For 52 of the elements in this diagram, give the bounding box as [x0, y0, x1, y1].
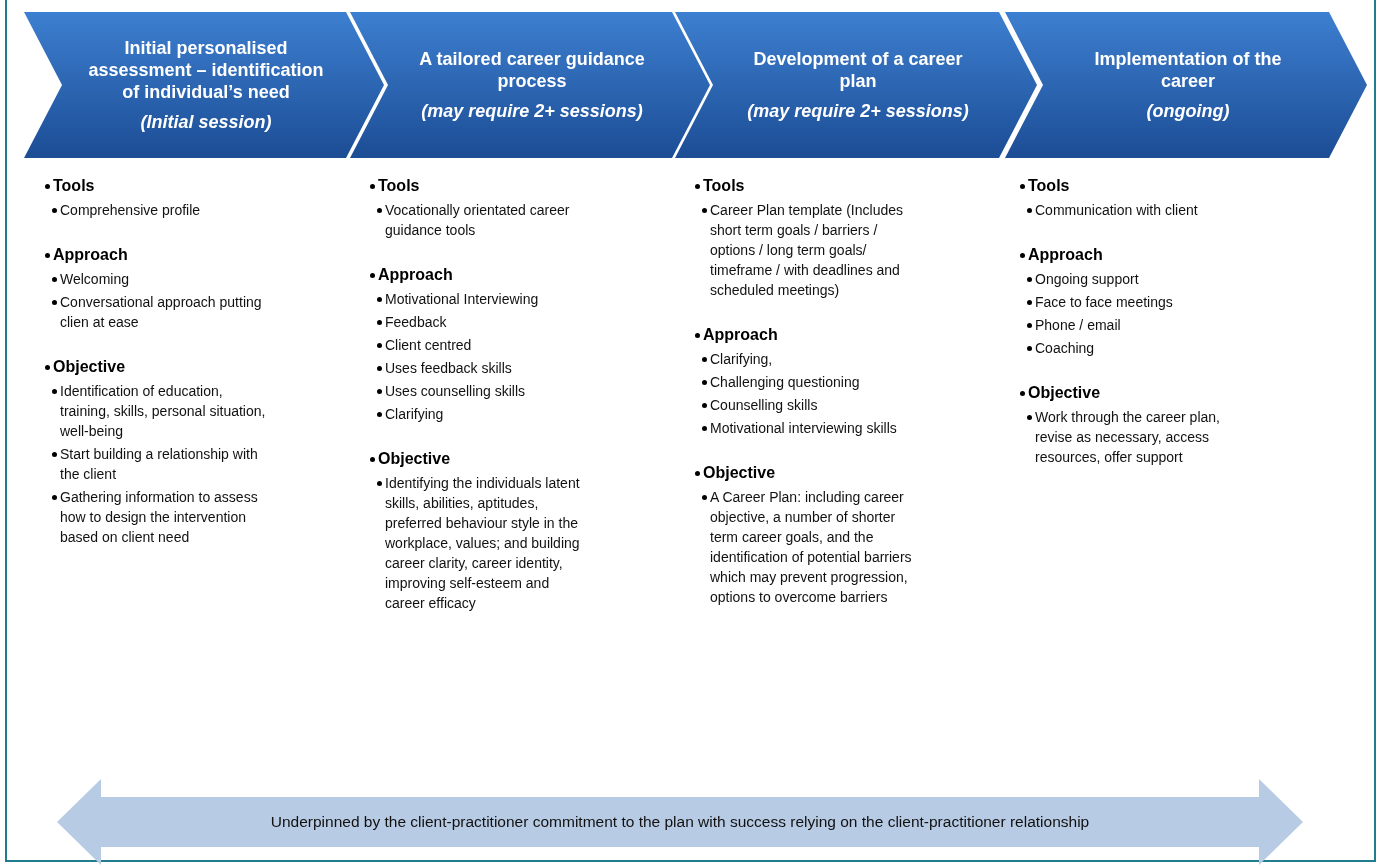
- bullet-item: Challenging questioning: [702, 372, 917, 392]
- section-heading: Tools: [695, 176, 917, 196]
- section-heading: Objective: [695, 463, 917, 483]
- bullet-item: Comprehensive profile: [52, 200, 267, 220]
- step-note: (may require 2+ sessions): [421, 100, 643, 122]
- bullet-item: Face to face meetings: [1027, 292, 1242, 312]
- bullet-item: Clarifying: [377, 404, 592, 424]
- bullet-item: A Career Plan: including career objective, a number of shorter term career goals, and the identification of potential barriers which may prevent progression, options to overcome barriers: [702, 487, 917, 607]
- chevron-step: [24, 12, 384, 158]
- bullet-item: Conversational approach putting clien at ease: [52, 292, 267, 332]
- chevron-step: [350, 12, 710, 158]
- bullet-item: Coaching: [1027, 338, 1242, 358]
- section-heading: Tools: [370, 176, 592, 196]
- chevron-step: [1005, 12, 1367, 158]
- bullet-item: Career Plan template (Includes short term goals / barriers / options / long term goals/ timeframe / with deadlines and scheduled meetings): [702, 200, 917, 300]
- bullet-item: Feedback: [377, 312, 592, 332]
- section-heading: Tools: [1020, 176, 1242, 196]
- bullet-item: Clarifying,: [702, 349, 917, 369]
- section-heading: Approach: [1020, 245, 1242, 265]
- bullet-item: Phone / email: [1027, 315, 1242, 335]
- step-note: (Initial session): [140, 111, 272, 133]
- step-title: A tailored career guidance process: [418, 48, 646, 92]
- section-heading: Tools: [45, 176, 267, 196]
- section-heading: Objective: [1020, 383, 1242, 403]
- bullet-item: Identification of education, training, skills, personal situation, well-being: [52, 381, 267, 441]
- step-note: (ongoing): [1146, 100, 1230, 122]
- bullet-item: Communication with client: [1027, 200, 1242, 220]
- bullet-item: Gathering information to assess how to design the intervention based on client need: [52, 487, 267, 547]
- bullet-item: Uses feedback skills: [377, 358, 592, 378]
- step-note: (may require 2+ sessions): [747, 100, 969, 122]
- bullet-item: Welcoming: [52, 269, 267, 289]
- bullet-item: Work through the career plan, revise as necessary, access resources, offer support: [1027, 407, 1242, 467]
- bullet-item: Uses counselling skills: [377, 381, 592, 401]
- double-arrow-banner: [57, 779, 1303, 865]
- bullet-item: Client centred: [377, 335, 592, 355]
- section-heading: Approach: [45, 245, 267, 265]
- section-heading: Approach: [370, 265, 592, 285]
- bullet-item: Start building a relationship with the client: [52, 444, 267, 484]
- step-title: Initial personalised assessment – identification of individual’s need: [87, 37, 325, 103]
- step-title: Development of a career plan: [752, 48, 964, 92]
- bullet-item: Ongoing support: [1027, 269, 1242, 289]
- bullet-item: Identifying the individuals latent skills, abilities, aptitudes, preferred behaviour style in the workplace, values; and building career clarity, career identity, improving self-esteem and career efficacy: [377, 473, 592, 613]
- bullet-item: Vocationally orientated career guidance tools: [377, 200, 592, 240]
- bullet-item: Counselling skills: [702, 395, 917, 415]
- section-heading: Objective: [370, 449, 592, 469]
- bullet-item: Motivational Interviewing: [377, 289, 592, 309]
- chevron-step: [675, 12, 1037, 158]
- banner-text: Underpinned by the client-practitioner commitment to the plan with success relying on the client-practitioner relationship: [270, 813, 1090, 831]
- bullet-item: Motivational interviewing skills: [702, 418, 917, 438]
- section-heading: Approach: [695, 325, 917, 345]
- section-heading: Objective: [45, 357, 267, 377]
- step-title: Implementation of the career: [1093, 48, 1283, 92]
